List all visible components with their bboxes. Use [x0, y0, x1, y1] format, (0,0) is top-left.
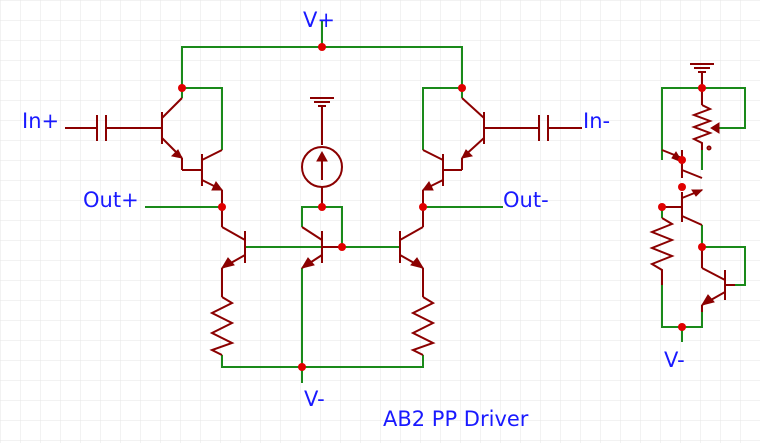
transistor-q3-npn[interactable] — [461, 97, 485, 170]
node-out-plus[interactable] — [218, 203, 226, 211]
transistor-q9-bias[interactable] — [662, 189, 704, 226]
capacitor-in-plus[interactable] — [65, 115, 162, 141]
bias2-right-wire[interactable] — [701, 225, 746, 286]
node-base-bus[interactable] — [338, 243, 346, 251]
capacitor-in-minus[interactable] — [484, 115, 582, 141]
resistor-left-emitter[interactable] — [209, 296, 235, 356]
node-bias2-bottom[interactable] — [678, 323, 686, 331]
label-in-plus: In+ — [22, 109, 59, 133]
node-current-source[interactable] — [318, 203, 326, 211]
transistor-q6-bias[interactable] — [300, 226, 342, 269]
node-out-minus[interactable] — [419, 203, 427, 211]
labels: V+ In+ In- Out+ Out- V- V- AB2 PP Driver — [22, 8, 685, 431]
bias2-pot-tap-wire[interactable] — [702, 87, 746, 129]
label-vplus: V+ — [303, 8, 335, 32]
node-vplus[interactable] — [318, 43, 326, 51]
vminus-rail-wire[interactable] — [221, 355, 424, 368]
transistor-q10-bias[interactable] — [700, 247, 735, 312]
node-right-collector[interactable] — [458, 84, 466, 92]
right-darlington-collector-wire[interactable] — [422, 87, 462, 150]
label-vminus-main: V- — [304, 387, 325, 411]
node-left-collector[interactable] — [178, 84, 186, 92]
resistor-bias[interactable] — [649, 217, 675, 285]
node-bias2-q8[interactable] — [678, 156, 686, 164]
label-in-minus: In- — [583, 109, 610, 133]
node-bias2-left[interactable] — [658, 203, 666, 211]
label-out-plus: Out+ — [83, 188, 139, 212]
node-bias2-q9[interactable] — [678, 183, 686, 191]
node-vminus[interactable] — [298, 363, 306, 371]
resistor-right-emitter[interactable] — [410, 296, 436, 356]
transistor-q4-npn[interactable] — [422, 149, 462, 207]
left-darlington-collector-wire[interactable] — [182, 87, 223, 150]
transistor-q5-pnp[interactable] — [220, 207, 246, 297]
ground-symbol-center — [310, 97, 334, 145]
label-out-minus: Out- — [503, 188, 549, 212]
node-bias2-top[interactable] — [698, 84, 706, 92]
transistor-q8-bias[interactable] — [661, 149, 703, 179]
bias2-top-wire[interactable] — [661, 87, 702, 160]
transistor-q1-npn[interactable] — [161, 97, 183, 170]
node-bias2-right[interactable] — [698, 243, 706, 251]
diagram-title: AB2 PP Driver — [383, 407, 529, 431]
junction-nodes — [178, 43, 706, 371]
label-vminus-bias: V- — [664, 348, 685, 372]
